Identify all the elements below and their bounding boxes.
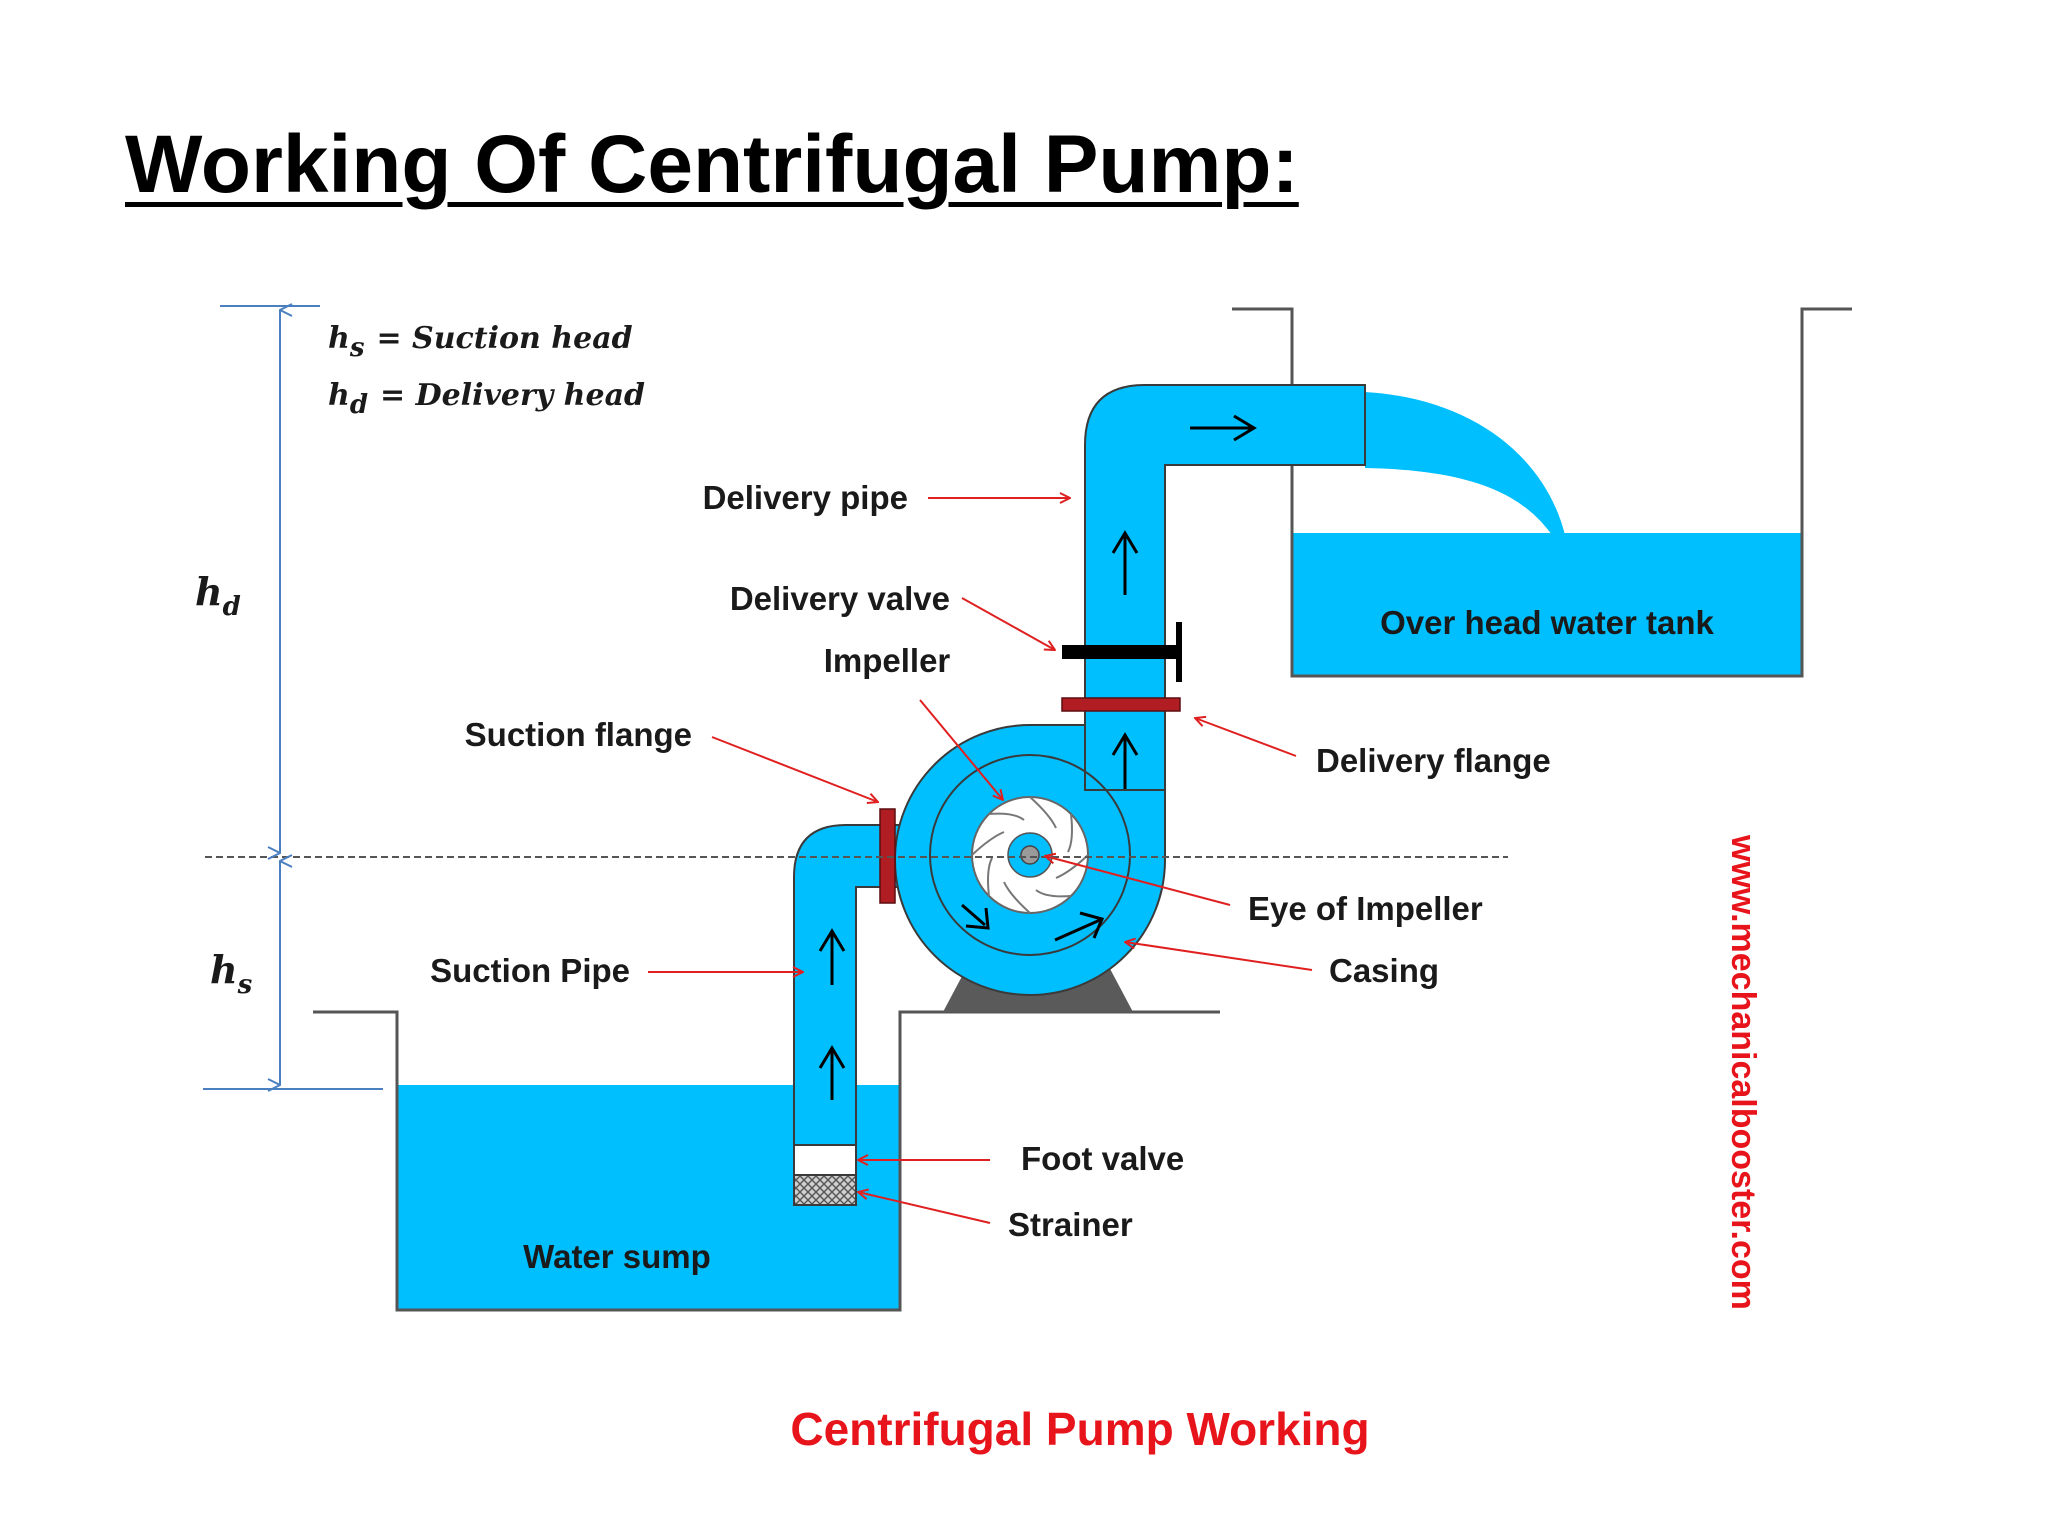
impeller-arrow xyxy=(919,699,1003,800)
flow-arrow-top xyxy=(1190,414,1257,442)
tank-outflow-stream xyxy=(1365,392,1565,535)
legend: hs= Suction head hd= Delivery head xyxy=(328,321,645,420)
website-watermark: www.mechanicalbooster.com xyxy=(1724,834,1762,1310)
slide-title: Working Of Centrifugal Pump: xyxy=(125,119,1299,210)
delivery-flange xyxy=(1061,697,1181,712)
flow-arrow-delivery-upper xyxy=(1111,530,1139,595)
diagram-caption: Centrifugal Pump Working xyxy=(790,1403,1369,1455)
delivery-flange-label: Delivery flange xyxy=(1316,742,1551,779)
hd-dimension-label: hd xyxy=(195,569,241,622)
delivery-pipe-label: Delivery pipe xyxy=(703,479,908,516)
flow-arrow-casing-right xyxy=(1054,911,1105,942)
suction-flange-label: Suction flange xyxy=(465,716,692,753)
delivery-valve-arrow xyxy=(961,597,1055,650)
legend-delivery-head: hd= Delivery head xyxy=(328,378,645,420)
flow-arrow-suction-upper xyxy=(818,928,846,985)
delivery-valve xyxy=(1062,622,1182,682)
delivery-valve-bar xyxy=(1062,645,1179,659)
strainer xyxy=(793,1174,857,1206)
flow-arrow-delivery-lower xyxy=(1111,732,1139,797)
impeller-label: Impeller xyxy=(824,642,951,679)
casing-label: Casing xyxy=(1329,952,1439,989)
foot-valve-label: Foot valve xyxy=(1021,1140,1184,1177)
delivery-pipe xyxy=(1084,384,1366,798)
overhead-tank: Over head water tank xyxy=(1232,307,1852,678)
flow-arrow-suction-lower xyxy=(818,1045,846,1100)
tank-walls xyxy=(1232,307,1852,678)
impeller-vanes xyxy=(971,796,1089,914)
eye-of-impeller-label: Eye of Impeller xyxy=(1248,890,1483,927)
legend-suction-head: hs= Suction head xyxy=(328,321,633,363)
casing-arrow xyxy=(1125,942,1313,971)
delivery-valve-handle xyxy=(1176,622,1182,682)
casing-inner-ring xyxy=(929,754,1131,956)
suction-flange-arrow xyxy=(711,736,878,802)
delivery-flange-arrow xyxy=(1195,718,1297,757)
over-head-water-tank-label: Over head water tank xyxy=(1380,604,1714,641)
impeller xyxy=(971,796,1089,914)
component-labels: Delivery pipe Delivery valve Impeller Su… xyxy=(430,479,1551,1243)
impeller-shaft-icon xyxy=(1020,845,1040,865)
hs-dimension-label: hs xyxy=(210,947,253,1000)
tank-water xyxy=(1292,533,1802,676)
pump-casing xyxy=(894,724,1166,996)
foot-valve xyxy=(793,1144,857,1176)
flow-arrow-casing-left xyxy=(961,903,990,930)
eye-of-impeller-arrow xyxy=(1045,856,1231,906)
dimension-lines: hd hs xyxy=(195,306,1508,1089)
strainer-label: Strainer xyxy=(1008,1206,1133,1243)
suction-pipe-label: Suction Pipe xyxy=(430,952,630,989)
delivery-pipe-body xyxy=(1084,384,1366,798)
strainer-arrow xyxy=(858,1192,991,1224)
water-sump-label: Water sump xyxy=(523,1238,711,1275)
delivery-valve-label: Delivery valve xyxy=(730,580,950,617)
